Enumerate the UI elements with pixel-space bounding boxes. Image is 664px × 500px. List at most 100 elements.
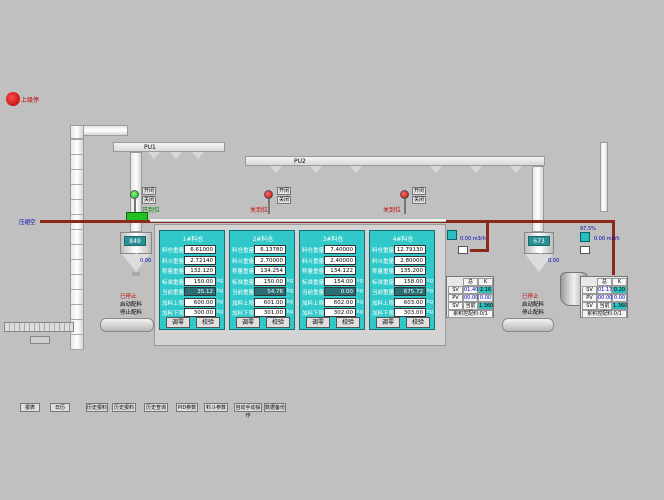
left-hopper-reading: 0.00 [140,258,152,264]
panel-row-label: 称量重量 [372,269,395,275]
calibrate-button[interactable]: 校验 [406,317,430,328]
panel-title: 1#料仓 [182,236,204,243]
panel-row-label: 料斗重量 [232,258,255,265]
panel-row-value[interactable]: 602.00 [324,297,356,307]
right-pid-r3-label: SV [582,302,597,310]
panel-row-label: 标准重量 [162,279,185,286]
zero-button[interactable]: 调零 [376,317,400,328]
panel-row-value[interactable]: 601.00 [254,297,286,307]
right-hopper-line1[interactable]: 启动配料 [522,302,545,308]
valve-3-open-button[interactable]: 开闭 [412,187,426,195]
calibrate-button[interactable]: 校验 [266,317,290,328]
panel-row-unit: kg [357,277,364,284]
panel-row-value: 2.40000 [324,255,356,265]
panel-row-unit: kg [287,277,294,284]
panel-row-value[interactable]: 54.76 [254,287,286,296]
panel-row-value[interactable]: 150.00 [254,276,286,286]
panel-row-value[interactable]: 603.00 [394,297,426,307]
left-pid-r3-b: 当前值 [463,302,478,316]
panel-row-value[interactable]: 600.00 [184,297,216,307]
panel-row-label: 当前重量 [302,290,325,296]
bottom-nav-button[interactable]: PID参数 [176,403,198,412]
bottom-nav-button[interactable]: 历史报料 [86,403,108,412]
panel-row-unit: kg [427,298,434,305]
left-hopper-outlet [132,272,140,276]
bottom-nav-button[interactable]: 报表 [20,403,40,412]
left-pid-r2-label: PV [448,294,463,302]
bottom-nav-button[interactable]: 自动手动操作 [234,403,262,419]
panel-row-value[interactable]: 0.00 [324,287,356,296]
left-pid-r1-c[interactable]: 2.16 [478,286,493,294]
flow-meter-2-value: 0.00 m3/h [594,236,620,242]
valve-stem-2 [268,198,270,214]
panel-row-label: 当前重量 [372,290,395,296]
valve-3-close-button[interactable]: 关闭 [412,196,426,204]
panel-row-value[interactable]: 158.00 [394,276,426,286]
panel-row-unit: kg [217,277,224,284]
left-hopper-display: 849 kg [124,236,146,254]
calibrate-button[interactable]: 校验 [196,317,220,328]
right-pid-r3-c[interactable]: 1.360 [612,302,628,310]
valve-1-open-button[interactable]: 开闭 [142,187,156,195]
panel-row-value: 6.13780 [254,245,286,254]
left-scale [100,318,154,332]
left-hopper-line1[interactable]: 启动配料 [120,302,143,308]
panel-row-value[interactable]: 154.00 [324,276,356,286]
right-pid-r1-c[interactable]: 0.20 [612,286,627,294]
panel-row-label: 称量重量 [162,269,185,275]
panel-title: 4#料仓 [392,236,414,243]
panel-row-unit: kg [357,288,364,294]
bottom-nav-button[interactable]: 历史查询 [144,403,168,412]
valve-2-light[interactable] [264,190,273,199]
left-hopper-line2[interactable]: 停止配料 [120,310,143,316]
panel-row-value[interactable]: 300.00 [184,308,216,317]
right-pid-h1: 总 [597,278,612,286]
conveyor-tooth [192,152,204,159]
zero-button[interactable]: 调零 [236,317,260,328]
panel-title: 3#料仓 [322,236,344,243]
valve-2-open-button[interactable]: 开闭 [277,187,291,195]
panel-row-value[interactable]: 35.12 [184,287,216,296]
panel-row-label: 当前重量 [162,290,185,296]
panel-row-label: 料仓重量 [302,248,325,254]
zero-button[interactable]: 调零 [166,317,190,328]
panel-row-value: 2.72140 [184,255,216,265]
bottom-nav-button[interactable]: 料斗参数 [204,403,228,412]
left-pid-r1-b: 01.40 [463,286,479,294]
panel-row-label: 标准重量 [302,279,325,286]
panel-row-label: 加料上限 [232,300,255,307]
conveyor-tooth [430,166,442,173]
zero-button[interactable]: 调零 [306,317,330,328]
right-pid-table: 总 K SV 01.17 0.20 PV 00.00 0.00 SV 当前值 1… [580,276,628,318]
conveyor-tooth [170,152,182,159]
conveyor-tooth [310,166,322,173]
left-hopper-status: 已停止 [120,294,137,300]
bottom-nav-button[interactable]: 日历 [50,403,70,412]
conveyor-tooth [148,152,160,159]
panel-row-value[interactable]: 675.72 [394,287,426,296]
right-scale [502,318,554,332]
panel-row-value[interactable]: 302.00 [324,308,356,317]
valve-3-light[interactable] [400,190,409,199]
panel-row-value[interactable]: 150.00 [184,276,216,286]
right-pid-h2: K [612,278,627,286]
panel-row-unit: kg [357,309,364,315]
panel-row-label: 加料下限 [372,311,395,317]
panel-row-value[interactable]: 303.00 [394,308,426,317]
panel-row-value[interactable]: 301.00 [254,308,286,317]
panel-row-unit: kg [217,298,224,305]
panel-row-unit: kg [287,309,294,315]
valve-2-close-button[interactable]: 关闭 [277,196,291,204]
valve-1-close-button[interactable]: 关闭 [142,196,156,204]
bottom-nav-button[interactable]: 数据备份 [264,403,286,412]
left-pid-r3-c[interactable]: 1.360 [478,302,494,310]
bottom-nav-button[interactable]: 历史报料 [112,403,136,412]
panel-row-label: 加料下限 [162,311,185,317]
panel-row-label: 称量重量 [232,269,255,275]
valve-1-light[interactable] [130,190,139,199]
calibrate-button[interactable]: 校验 [336,317,360,328]
right-hopper-line2[interactable]: 停止配料 [522,310,545,316]
panel-row-unit: kg [357,298,364,305]
